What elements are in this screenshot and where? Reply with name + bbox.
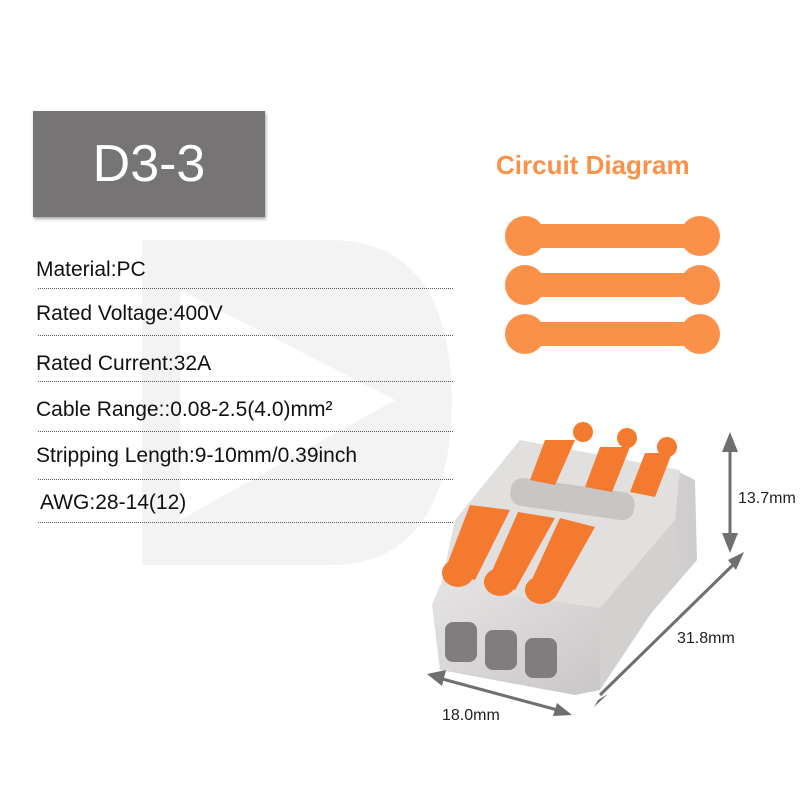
- spec-stripping-length: Stripping Length:9-10mm/0.39inch: [36, 444, 358, 467]
- model-label: D3-3: [92, 135, 206, 193]
- spec-rated-voltage: Rated Voltage:400V: [36, 302, 223, 325]
- circuit-bar-icon: [505, 265, 720, 305]
- circuit-bar-icon: [505, 216, 720, 256]
- divider: [38, 479, 453, 480]
- dimension-width-label: 18.0mm: [442, 707, 500, 724]
- divider: [38, 381, 453, 382]
- spec-rated-current: Rated Current:32A: [36, 352, 212, 375]
- spec-cable-range: Cable Range::0.08-2.5(4.0)mm²: [36, 398, 333, 421]
- spec-material: Material:PC: [36, 258, 146, 281]
- divider: [38, 522, 453, 523]
- dimension-length-label: 31.8mm: [677, 630, 735, 647]
- spec-awg: AWG:28-14(12): [40, 491, 187, 514]
- divider: [38, 431, 453, 432]
- dimension-height-label: 13.7mm: [738, 490, 796, 507]
- divider: [38, 335, 453, 336]
- divider: [38, 288, 453, 289]
- circuit-bar-icon: [505, 314, 720, 354]
- model-badge: D3-3: [33, 111, 265, 217]
- circuit-diagram-title: Circuit Diagram: [496, 150, 690, 180]
